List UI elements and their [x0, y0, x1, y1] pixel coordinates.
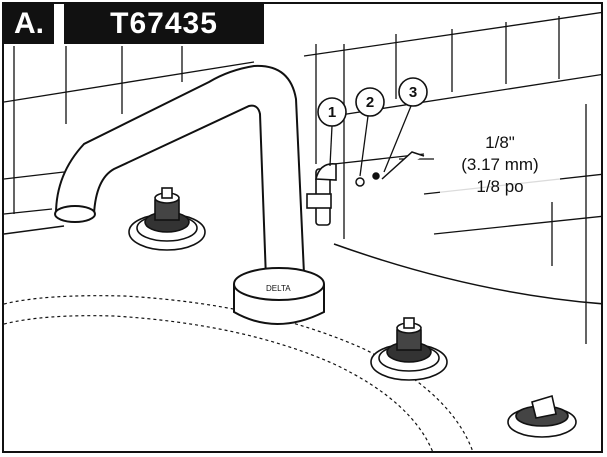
- step-label: A.: [4, 4, 54, 44]
- svg-text:DELTA: DELTA: [266, 284, 291, 293]
- callout-2: 2: [355, 87, 385, 117]
- hex-key-size-mm: (3.17 mm): [461, 155, 539, 174]
- drain-assembly: [507, 394, 577, 438]
- illustration-frame: DELTA: [2, 2, 603, 453]
- model-number: T67435: [64, 4, 264, 44]
- callout-1-number: 1: [328, 104, 336, 121]
- callout-2-number: 2: [366, 94, 374, 111]
- valve-right: [370, 317, 448, 381]
- header-gap: [54, 4, 64, 44]
- step-header: A. T67435: [4, 4, 264, 44]
- installation-illustration: DELTA: [4, 11, 601, 451]
- faucet-base: DELTA: [233, 267, 325, 325]
- hex-key-size-po: 1/8 po: [476, 177, 524, 196]
- small-parts: [355, 151, 425, 187]
- valve-left: [128, 187, 206, 251]
- callout-3-number: 3: [409, 84, 417, 101]
- callout-3: 3: [398, 77, 428, 107]
- hex-key-size-inch: 1/8": [485, 133, 515, 152]
- countertop: [4, 225, 601, 305]
- faucet-spout: [54, 64, 306, 281]
- callout-1: 1: [317, 97, 347, 127]
- hex-key-size-label: 1/8" (3.17 mm) 1/8 po: [440, 132, 560, 198]
- lift-rod: [306, 162, 337, 226]
